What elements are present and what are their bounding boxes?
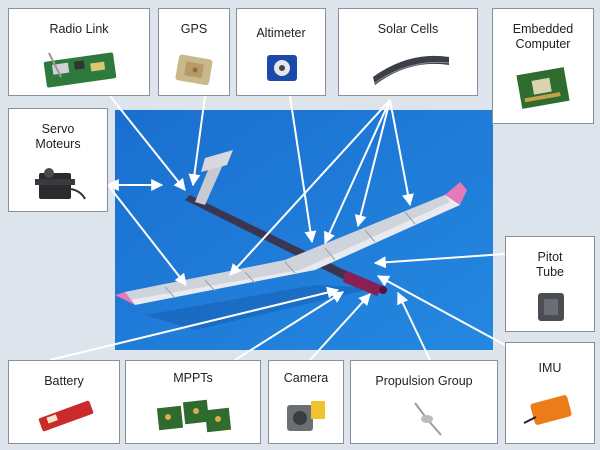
pitot-tube-label: Pitot Tube	[535, 250, 565, 279]
solar-cells-label: Solar Cells	[377, 22, 439, 36]
solar-airplane-photo	[115, 110, 493, 350]
propeller-icon	[414, 402, 442, 436]
servo-moteurs-box: Servo Moteurs	[8, 108, 108, 212]
camera-icon	[287, 401, 325, 431]
camera-box: Camera	[268, 360, 344, 444]
battery-label: Battery	[44, 374, 84, 388]
embedded-computer-label: Embedded Computer	[512, 22, 574, 51]
radio-link-label: Radio Link	[49, 22, 109, 36]
solar-cell-icon	[373, 55, 450, 85]
altimeter-box: Altimeter	[236, 8, 326, 96]
imu-icon	[523, 395, 572, 425]
mppts-box: MPPTs	[125, 360, 261, 444]
servo-motor-icon	[35, 168, 86, 200]
battery-box: Battery	[8, 360, 120, 444]
gps-box: GPS	[158, 8, 230, 96]
radio-link-box: Radio Link	[8, 8, 150, 96]
solar-cells-box: Solar Cells	[338, 8, 478, 96]
battery-icon	[38, 400, 94, 432]
camera-label: Camera	[283, 371, 329, 385]
gps-label: GPS	[180, 22, 208, 36]
pitot-tube-icon	[538, 293, 564, 321]
embedded-computer-box: Embedded Computer	[492, 8, 594, 124]
gps-icon	[175, 54, 213, 86]
mppts-label: MPPTs	[173, 371, 213, 385]
mppt-boards-icon	[156, 399, 232, 433]
propulsion-group-box: Propulsion Group	[350, 360, 498, 444]
imu-label: IMU	[538, 361, 562, 375]
pitot-tube-box: Pitot Tube	[505, 236, 595, 332]
altimeter-icon	[267, 55, 297, 81]
altimeter-label: Altimeter	[256, 26, 306, 40]
radio-link-icon	[43, 52, 117, 88]
embedded-computer-icon	[516, 67, 570, 109]
imu-box: IMU	[505, 342, 595, 444]
servo-moteurs-label: Servo Moteurs	[35, 122, 81, 151]
propulsion-group-label: Propulsion Group	[375, 374, 473, 388]
